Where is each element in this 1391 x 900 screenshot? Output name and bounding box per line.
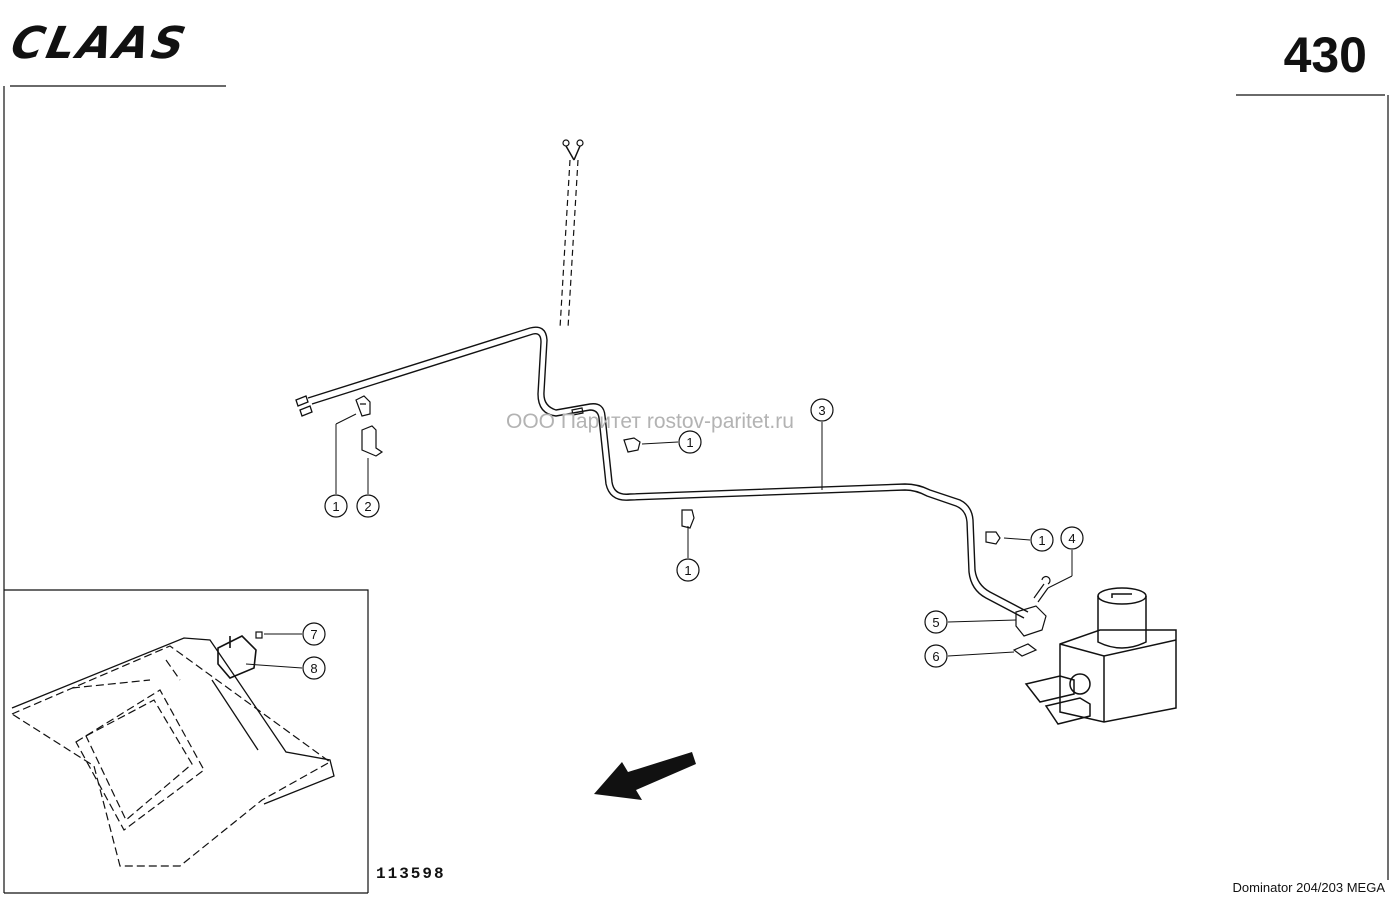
callout-7: 7 xyxy=(302,622,326,646)
connector-part-5 xyxy=(1015,605,1047,637)
page-number: 430 xyxy=(1283,27,1367,83)
svg-text:7: 7 xyxy=(310,627,317,642)
inset-part-7 xyxy=(255,631,263,639)
svg-text:1: 1 xyxy=(1038,533,1045,548)
screw-part-4 xyxy=(1033,576,1051,603)
svg-text:5: 5 xyxy=(932,615,939,630)
callouts: 1 2 3 1 1 1 4 5 6 7 8 xyxy=(302,398,1084,680)
callout-2: 2 xyxy=(356,494,380,518)
inset-roof-solid xyxy=(11,637,335,805)
watermark: ООО Паритет rostov-paritet.ru xyxy=(506,410,794,433)
vertical-cable xyxy=(559,159,579,329)
svg-text:8: 8 xyxy=(310,661,317,676)
seal-part-6 xyxy=(1012,643,1038,657)
callout-1-c: 1 xyxy=(676,558,700,582)
inset-frame xyxy=(4,589,369,893)
clip-part-1-mid xyxy=(623,437,641,453)
inset-monitor xyxy=(217,635,257,679)
brand-logo: CLAAS xyxy=(6,18,193,69)
wiring-harness xyxy=(307,326,1029,619)
svg-text:2: 2 xyxy=(364,499,371,514)
callout-3: 3 xyxy=(810,398,834,422)
drawing-number: 113598 xyxy=(376,865,446,883)
cable-fork xyxy=(565,145,581,161)
harness-plug-a xyxy=(295,395,313,417)
model-label: Dominator 204/203 MEGA xyxy=(1232,880,1385,895)
clip-part-1-right xyxy=(985,531,1001,545)
svg-text:1: 1 xyxy=(686,435,693,450)
direction-arrow xyxy=(594,752,696,800)
callout-4: 4 xyxy=(1060,526,1084,550)
callout-1-b: 1 xyxy=(678,430,702,454)
bracket-part-2 xyxy=(361,425,384,457)
svg-text:3: 3 xyxy=(818,403,825,418)
callout-1-a: 1 xyxy=(324,494,348,518)
leader-lines xyxy=(245,413,1073,669)
cable-eye-left xyxy=(562,139,570,147)
callout-6: 6 xyxy=(924,644,948,668)
clip-part-1-bottom xyxy=(681,509,695,529)
svg-text:1: 1 xyxy=(684,563,691,578)
svg-text:6: 6 xyxy=(932,649,939,664)
callout-5: 5 xyxy=(924,610,948,634)
callout-8: 8 xyxy=(302,656,326,680)
cable-eye-right xyxy=(576,139,584,147)
clip-part-1-left xyxy=(355,395,371,417)
svg-text:4: 4 xyxy=(1068,531,1075,546)
harness-plug-b xyxy=(571,407,584,416)
svg-text:1: 1 xyxy=(332,499,339,514)
callout-1-d: 1 xyxy=(1030,528,1054,552)
inset-cab-outline xyxy=(10,645,332,867)
valve-block xyxy=(1024,587,1177,725)
